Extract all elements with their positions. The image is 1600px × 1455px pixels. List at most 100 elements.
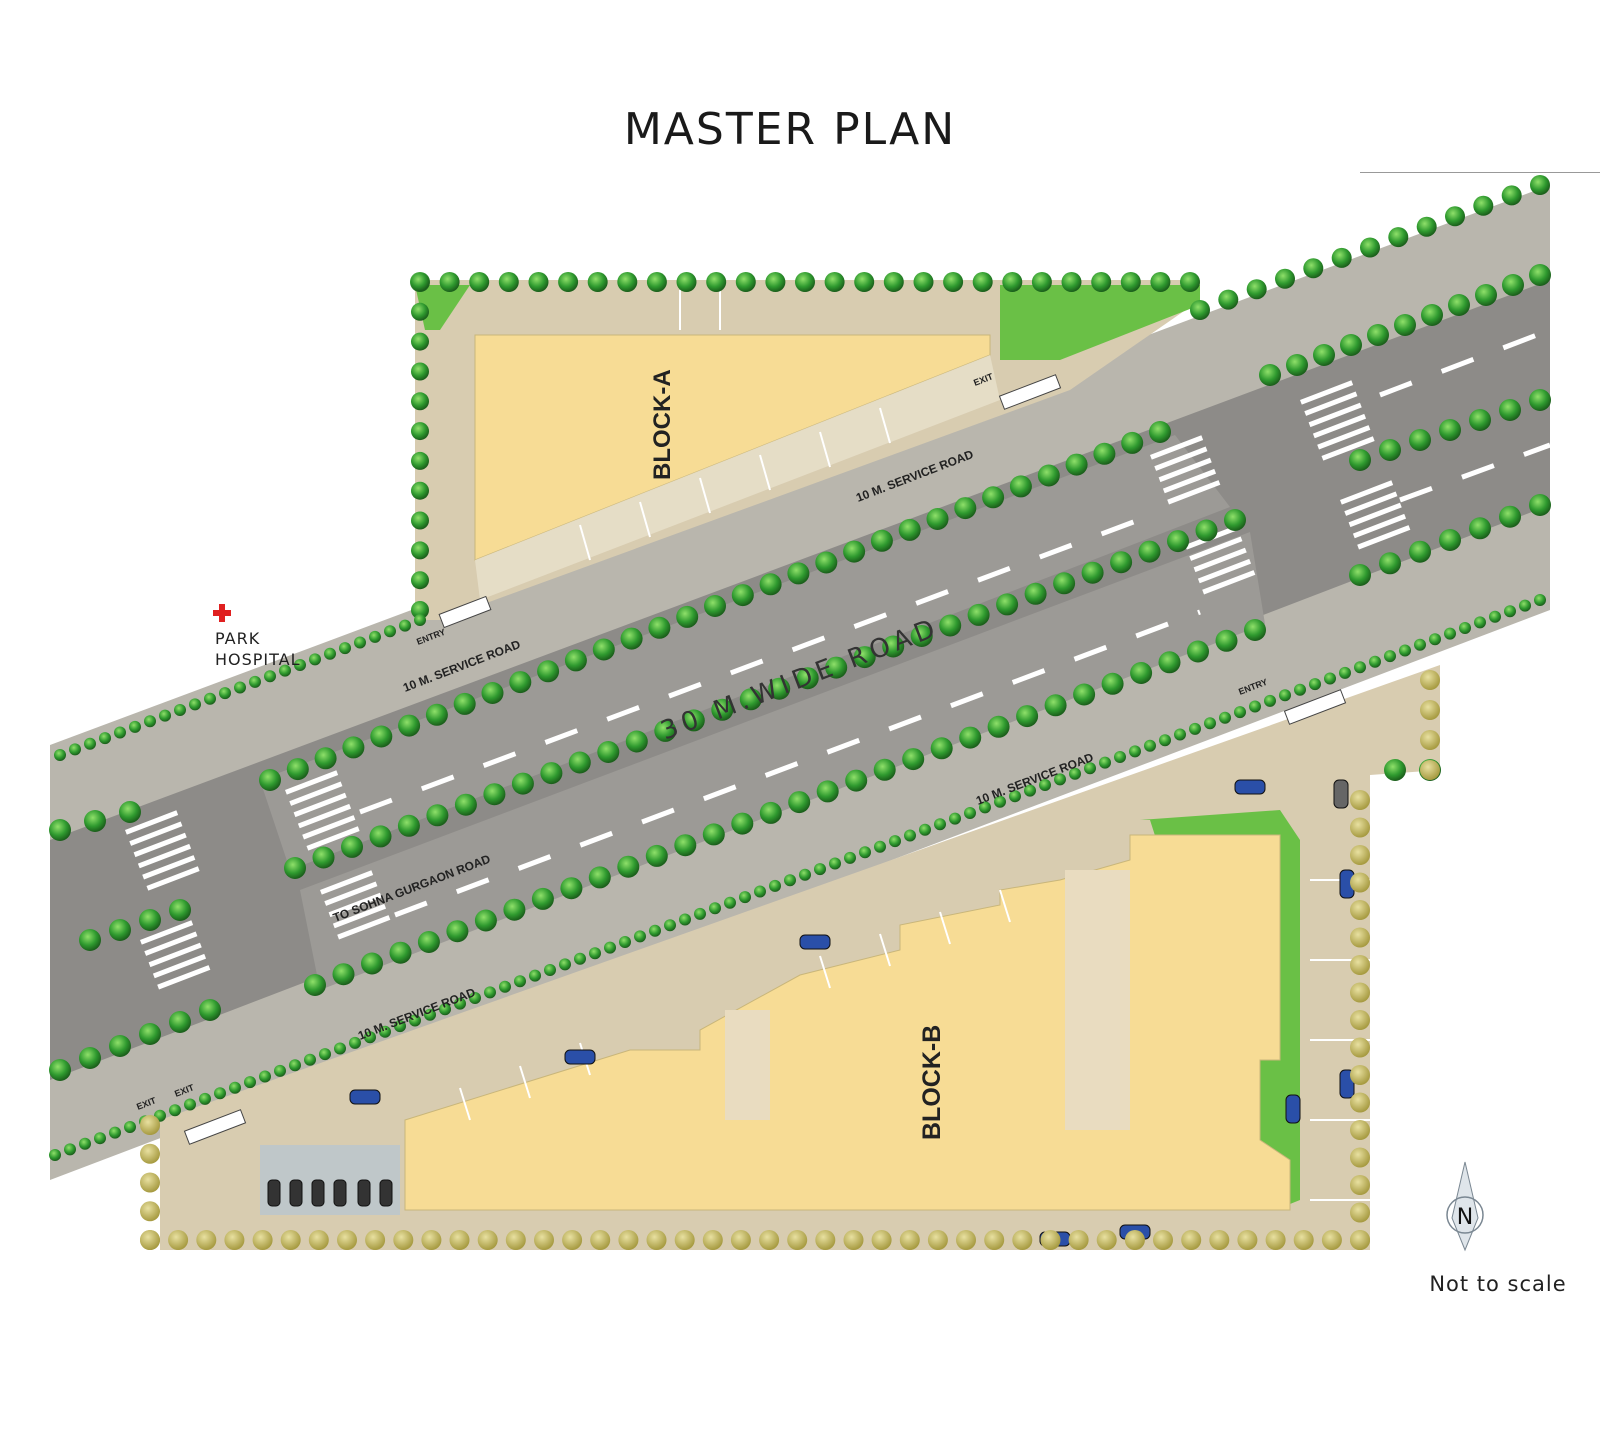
tree bbox=[354, 636, 366, 649]
tree bbox=[514, 975, 526, 988]
block-b-entry-gate[interactable] bbox=[1283, 689, 1347, 725]
tree bbox=[1489, 610, 1501, 623]
block-b-parking-stripes bbox=[459, 879, 1370, 1201]
tree bbox=[140, 1201, 160, 1222]
tree bbox=[244, 1076, 256, 1089]
tree bbox=[259, 1070, 271, 1083]
tree bbox=[1159, 734, 1171, 747]
tree bbox=[843, 1230, 864, 1250]
tree bbox=[1429, 633, 1441, 646]
tree bbox=[109, 919, 131, 941]
tree bbox=[1350, 927, 1370, 948]
tree bbox=[588, 866, 611, 889]
tree bbox=[899, 1230, 920, 1250]
road-end-west bbox=[20, 880, 50, 985]
tree bbox=[439, 272, 460, 292]
tree bbox=[902, 748, 925, 771]
tree bbox=[617, 272, 638, 292]
tree bbox=[1354, 661, 1366, 674]
tree bbox=[979, 801, 991, 814]
tree bbox=[1189, 722, 1201, 735]
tree bbox=[99, 732, 111, 745]
tree bbox=[421, 1230, 442, 1250]
tree bbox=[169, 1104, 181, 1117]
tree bbox=[1187, 640, 1209, 663]
tree bbox=[1324, 672, 1336, 685]
tree bbox=[1224, 509, 1246, 531]
tree bbox=[1093, 442, 1116, 465]
tree bbox=[417, 931, 440, 953]
tree bbox=[1279, 689, 1291, 702]
tree bbox=[384, 625, 396, 638]
tree bbox=[159, 709, 171, 722]
tree bbox=[439, 1003, 451, 1016]
tree bbox=[49, 1149, 61, 1161]
tree bbox=[259, 769, 281, 791]
tree bbox=[874, 840, 886, 853]
tree bbox=[1130, 662, 1153, 684]
tree bbox=[1275, 268, 1295, 289]
tree bbox=[913, 272, 934, 292]
tree bbox=[49, 1059, 71, 1081]
tree bbox=[397, 814, 420, 837]
tree bbox=[1388, 227, 1409, 248]
tree bbox=[1039, 779, 1051, 791]
red-cross-icon bbox=[213, 604, 231, 622]
tree bbox=[119, 801, 141, 823]
tree bbox=[342, 736, 365, 759]
tree bbox=[1016, 705, 1039, 728]
tree bbox=[411, 511, 429, 530]
block-a-entry-gate[interactable] bbox=[438, 595, 492, 629]
tree bbox=[1445, 206, 1465, 227]
tree bbox=[788, 791, 811, 814]
tree bbox=[1421, 304, 1443, 326]
tree bbox=[1502, 274, 1524, 296]
tree bbox=[1180, 272, 1200, 292]
tree bbox=[910, 625, 933, 647]
tree bbox=[590, 1230, 611, 1250]
tree bbox=[1331, 247, 1352, 268]
tree bbox=[219, 687, 231, 700]
tree bbox=[1031, 272, 1052, 292]
tree bbox=[1350, 872, 1370, 893]
tree bbox=[389, 941, 412, 964]
tree bbox=[64, 1143, 76, 1156]
tree bbox=[1350, 1175, 1370, 1195]
tree bbox=[204, 692, 216, 705]
compass-letter: N bbox=[1457, 1205, 1473, 1230]
tree bbox=[1504, 605, 1516, 618]
tree bbox=[169, 899, 191, 921]
tree bbox=[1350, 845, 1370, 865]
tree bbox=[694, 907, 706, 920]
tree bbox=[1065, 453, 1088, 476]
tree bbox=[509, 671, 532, 694]
block-b-exit-gate[interactable] bbox=[183, 1109, 247, 1145]
tree bbox=[398, 714, 421, 737]
tree bbox=[930, 737, 953, 760]
tree bbox=[505, 1230, 526, 1250]
tree bbox=[1529, 389, 1551, 411]
tree bbox=[94, 1132, 106, 1145]
tree bbox=[264, 670, 276, 683]
tree bbox=[49, 819, 71, 841]
tree bbox=[648, 616, 671, 639]
tree bbox=[984, 1230, 1005, 1250]
tree bbox=[704, 595, 726, 617]
tree bbox=[274, 1064, 286, 1077]
tree bbox=[503, 898, 526, 921]
tree bbox=[477, 1230, 498, 1250]
tree bbox=[224, 1230, 245, 1250]
tree bbox=[1181, 1230, 1202, 1250]
road-end-east bbox=[1550, 415, 1580, 465]
tree bbox=[568, 751, 591, 774]
tree bbox=[829, 857, 841, 870]
tree bbox=[854, 272, 875, 292]
tree bbox=[1474, 616, 1486, 629]
tree bbox=[1149, 421, 1171, 443]
block-a-exit-gate[interactable] bbox=[998, 374, 1062, 410]
lawn-east bbox=[1000, 285, 1200, 360]
tree bbox=[1321, 1230, 1342, 1250]
tree bbox=[324, 647, 336, 660]
tree bbox=[1215, 629, 1238, 652]
tree bbox=[1054, 773, 1066, 786]
